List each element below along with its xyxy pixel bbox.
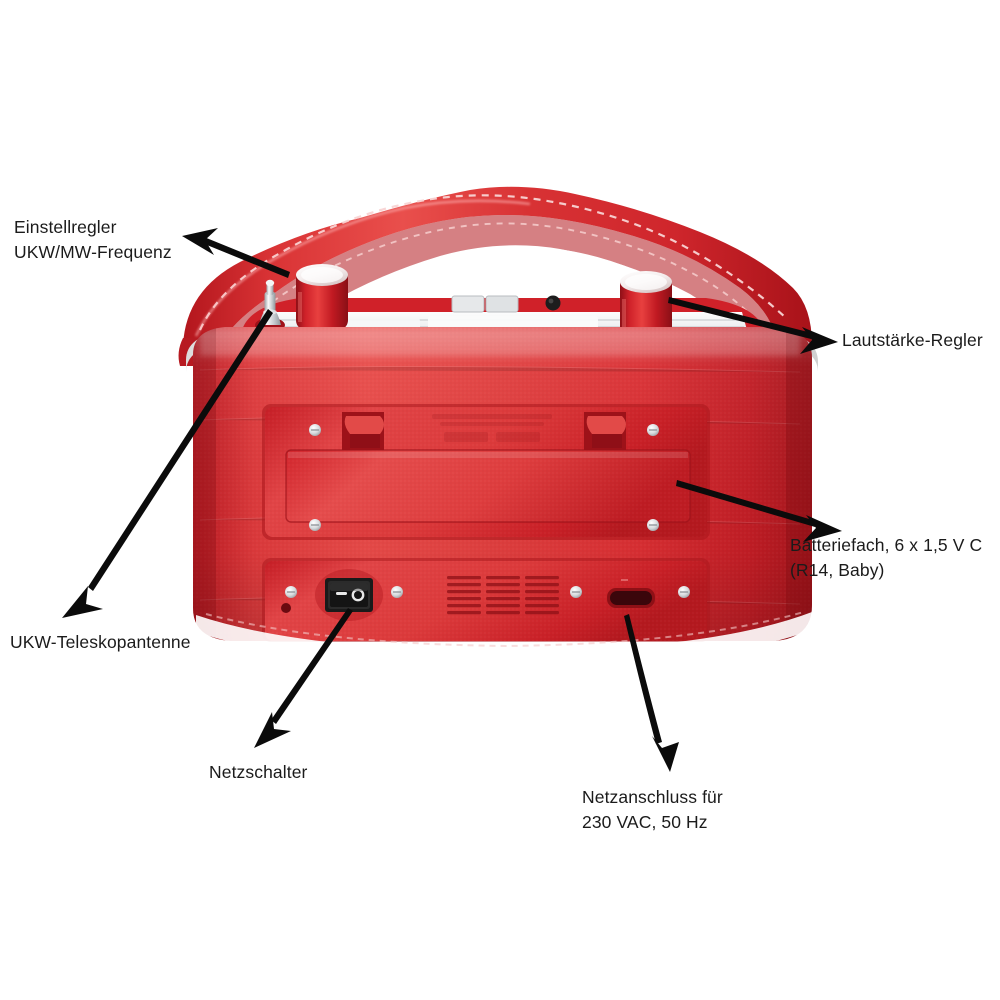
bottom-trim xyxy=(196,612,812,668)
headphone-jack xyxy=(545,295,561,311)
drain-hole xyxy=(281,603,291,613)
lower-panel xyxy=(262,558,710,642)
callout-power-socket: Netzanschluss für 230 VAC, 50 Hz xyxy=(582,787,723,832)
screw xyxy=(309,519,321,531)
screw xyxy=(285,586,297,598)
screw xyxy=(570,586,582,598)
battery-cover xyxy=(285,449,691,523)
callout-telescopic-antenna: UKW-Teleskopantenne xyxy=(10,632,191,652)
callout-volume-knob: Lautstärke-Regler xyxy=(842,330,983,350)
battery-cover-latch xyxy=(342,412,384,452)
volume-knob xyxy=(620,271,672,341)
battery-cover-latch xyxy=(584,412,626,452)
screw xyxy=(391,586,403,598)
callout-battery-compartment: Batteriefach, 6 x 1,5 V C (R14, Baby) xyxy=(790,535,983,580)
radio-body xyxy=(193,327,812,668)
screw xyxy=(309,424,321,436)
callout-power-switch: Netzschalter xyxy=(209,762,308,782)
annotation-arrows xyxy=(62,228,842,772)
battery-compartment-frame xyxy=(262,404,710,540)
power-rocker-switch xyxy=(315,569,383,621)
callout-tuning-knob: Einstellregler UKW/MW-Frequenz xyxy=(14,217,172,262)
ventilation-slots xyxy=(447,576,559,615)
mains-socket xyxy=(607,579,655,608)
tuning-knob xyxy=(296,264,348,333)
screw xyxy=(678,586,690,598)
screw xyxy=(647,519,659,531)
screw xyxy=(647,424,659,436)
